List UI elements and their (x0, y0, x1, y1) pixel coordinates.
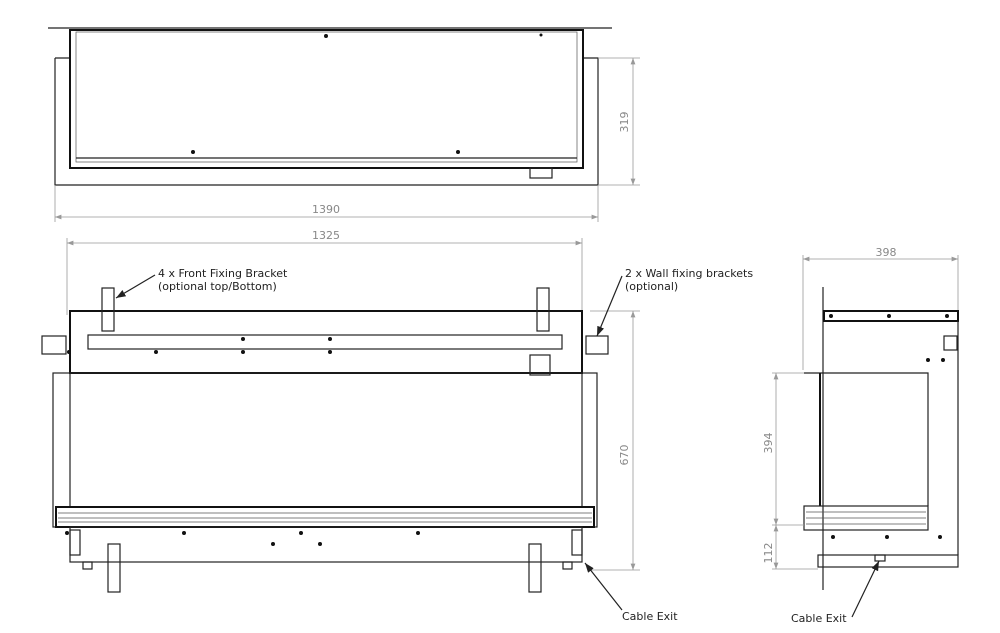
side-view (803, 287, 959, 590)
wall-bracket-left (41, 335, 67, 355)
dim-inner-width: 1325 (312, 229, 340, 242)
annotation-wall-bracket: 2 x Wall fixing brackets (optional) (596, 267, 753, 337)
cable-exit-front-label: Cable Exit (622, 610, 678, 623)
annotation-front-bracket: 4 x Front Fixing Bracket (optional top/B… (115, 267, 288, 299)
annotation-cable-exit-side: Cable Exit (791, 560, 880, 625)
wall-bracket-note: (optional) (625, 280, 678, 293)
front-bracket-top-left (101, 287, 115, 332)
dim-outer-width: 1390 (312, 203, 340, 216)
front-bracket-bottom-right (528, 543, 542, 593)
dimension-1390: 1390 (54, 185, 599, 222)
dim-front-height: 670 (618, 445, 631, 466)
dimension-670: 670 (590, 310, 640, 571)
wall-bracket-right (585, 335, 609, 355)
cable-exit-side-label: Cable Exit (791, 612, 847, 625)
front-view (41, 287, 609, 593)
front-bracket-note: (optional top/Bottom) (158, 280, 277, 293)
dimension-1325: 1325 (66, 229, 583, 315)
dimension-112: 112 (762, 525, 818, 570)
front-bracket-bottom-left (107, 543, 121, 593)
annotation-cable-exit-front: Cable Exit (584, 562, 678, 623)
front-bracket-label: 4 x Front Fixing Bracket (158, 267, 288, 280)
top-view (48, 27, 612, 186)
dim-side-base: 112 (762, 543, 775, 564)
dimension-319: 319 (598, 57, 640, 186)
dim-side-depth: 398 (876, 246, 897, 259)
dim-top-depth: 319 (618, 112, 631, 133)
wall-bracket-label: 2 x Wall fixing brackets (625, 267, 753, 280)
dimension-394: 394 (762, 372, 804, 526)
dim-side-opening: 394 (762, 433, 775, 454)
front-bracket-top-right (536, 287, 550, 332)
dimension-398: 398 (802, 246, 959, 370)
